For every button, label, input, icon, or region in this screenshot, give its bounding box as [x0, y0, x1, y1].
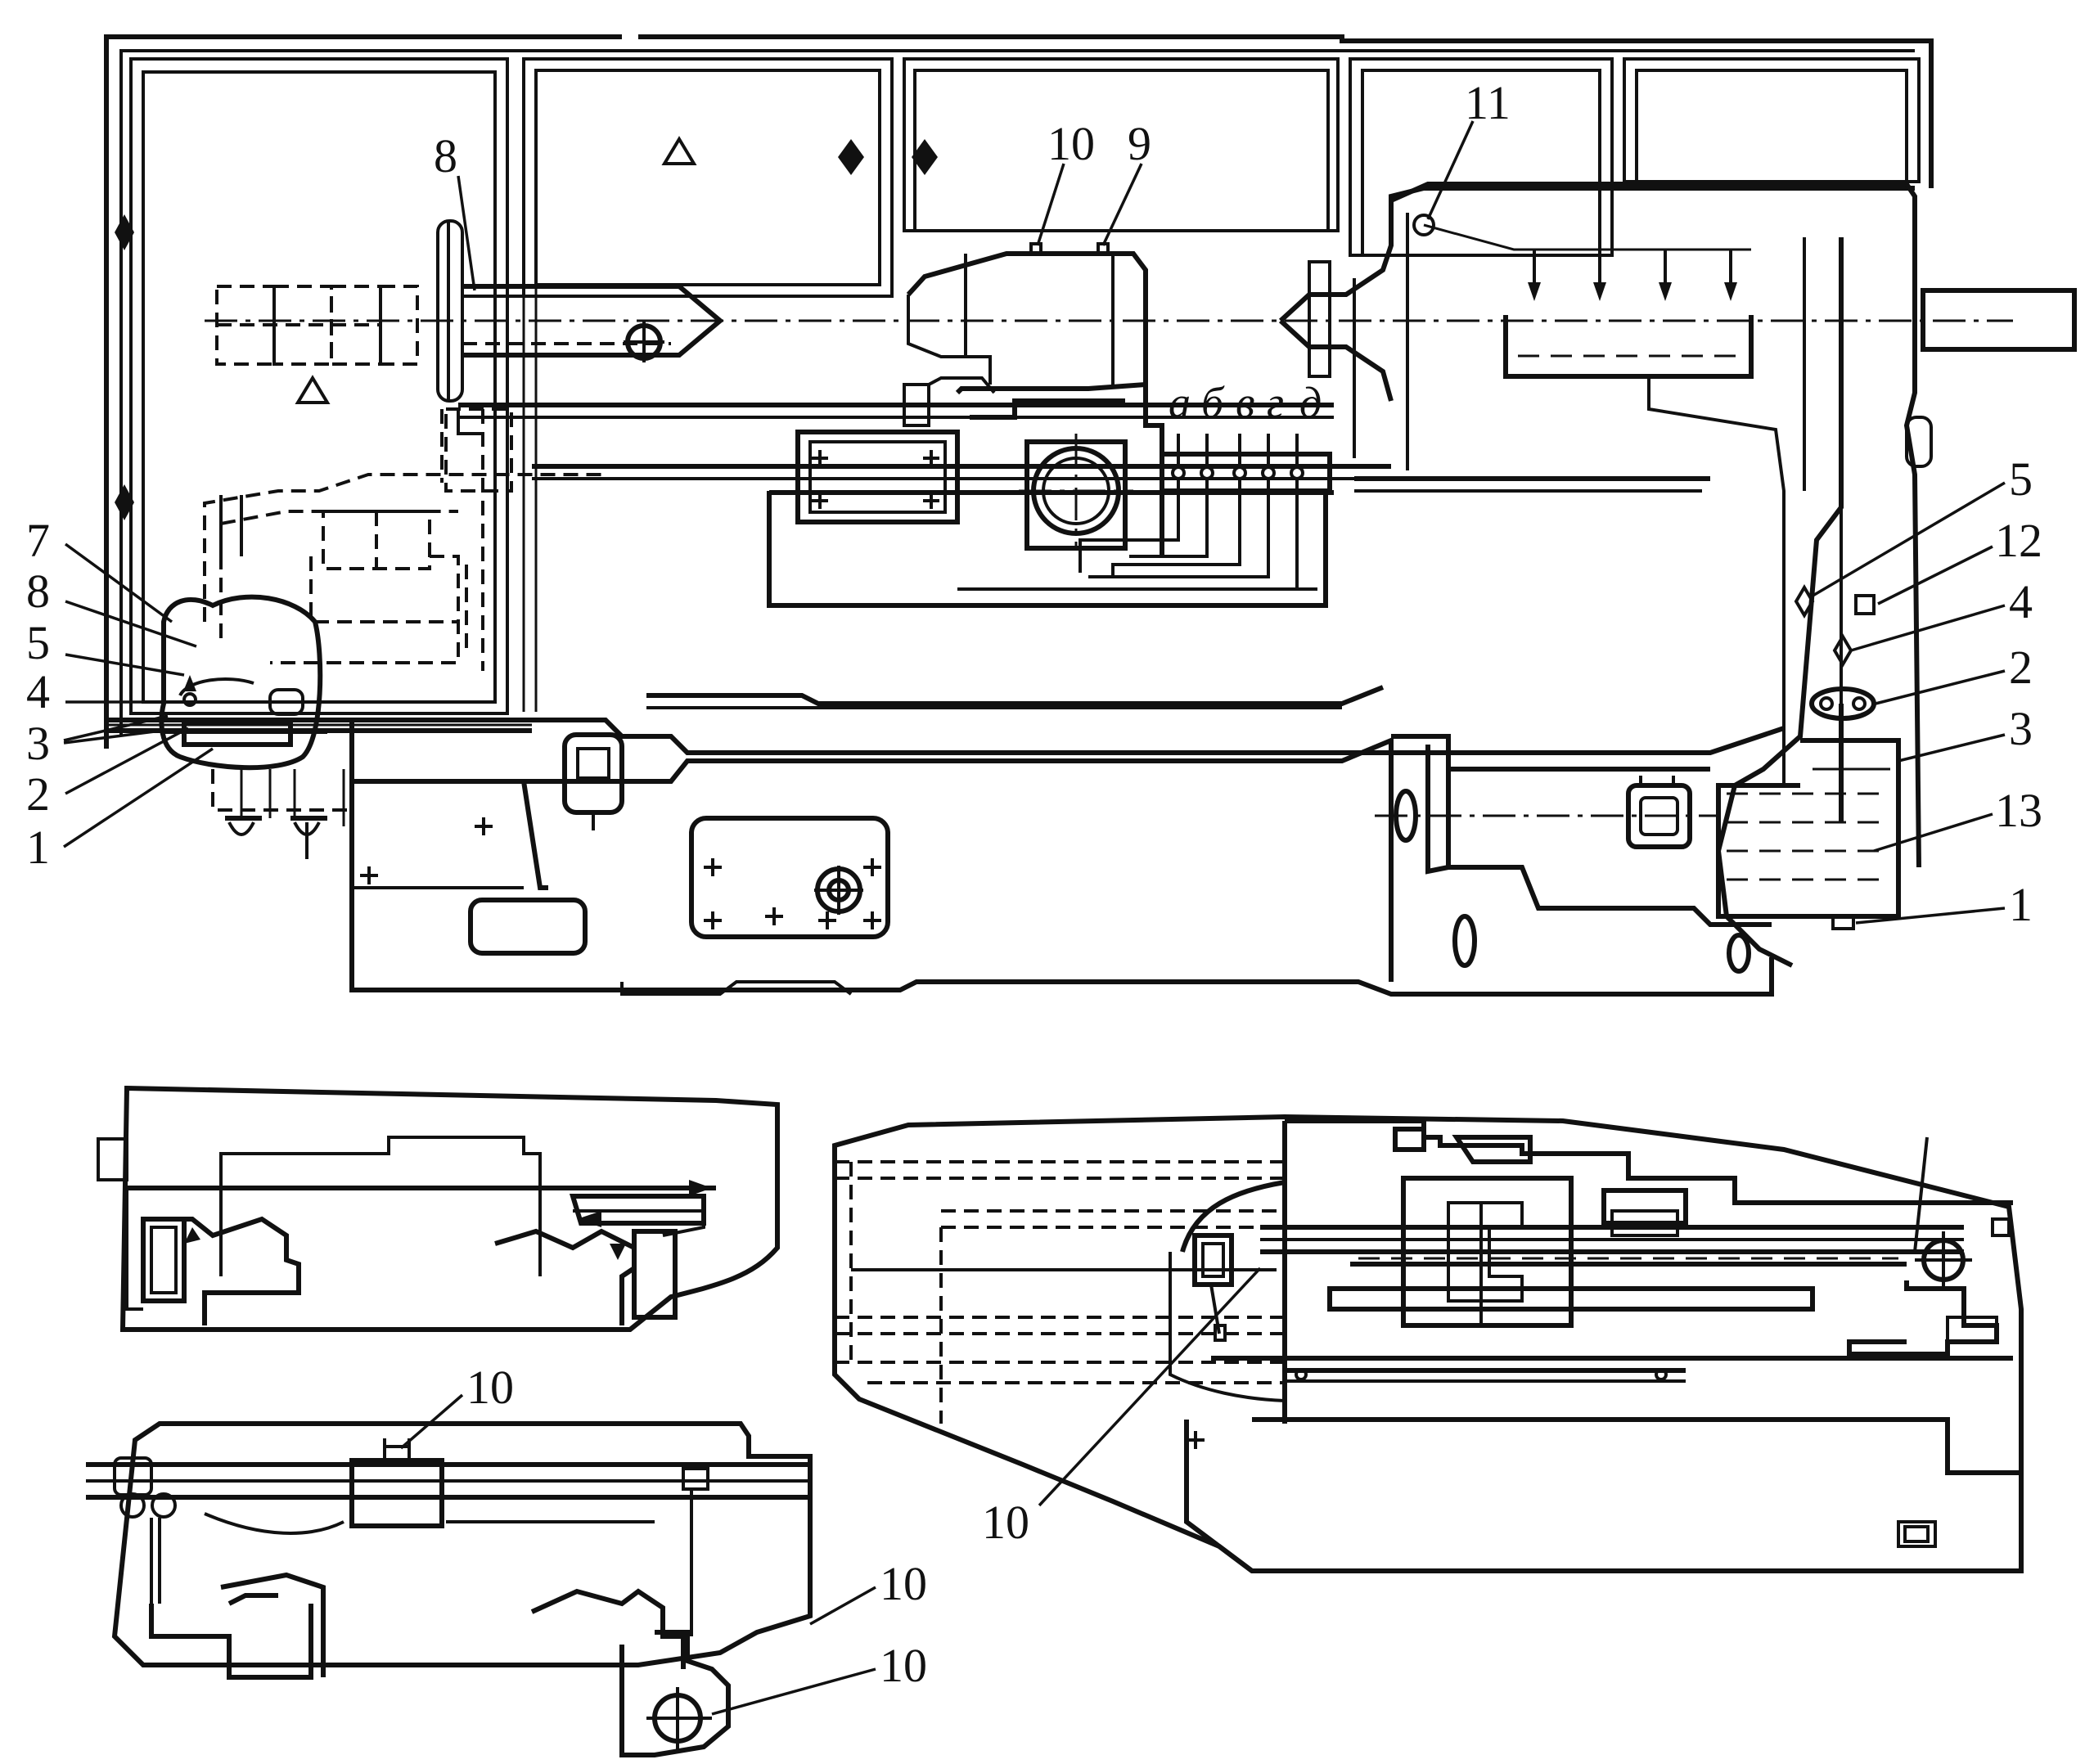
callout-right-2: 2 — [2009, 641, 2033, 694]
callout-top-11: 11 — [1465, 76, 1511, 129]
left-oil-circuit — [203, 407, 606, 671]
dashed-rails — [835, 1160, 1285, 1424]
callout-top-8: 8 — [434, 129, 457, 182]
motor-area — [1375, 734, 1772, 974]
callout-left-7: 7 — [26, 514, 50, 567]
diamond-marker — [115, 484, 134, 520]
diamond-marker — [912, 139, 938, 175]
plus-markers — [360, 817, 881, 929]
triangle-marker — [661, 136, 697, 165]
callout-top-10: 10 — [1047, 117, 1095, 170]
oil-drip-arrows — [1528, 250, 1737, 301]
callout-right-1: 1 — [2009, 878, 2033, 931]
bottom-right-view: 10 — [832, 1114, 2024, 1573]
check-valve-4 — [1832, 633, 1853, 668]
distributor-block — [1160, 452, 1332, 493]
oil-point-11 — [1412, 214, 1435, 236]
cross-section-lower — [86, 1421, 813, 1757]
headstock-enclosure — [1389, 182, 1933, 968]
callout-left-1: 1 — [26, 821, 50, 874]
callout-left-5: 5 — [26, 616, 50, 669]
left-lube-unit — [106, 594, 532, 859]
filter-12 — [1854, 594, 1876, 615]
callout-right-13: 13 — [1995, 784, 2042, 837]
callout-br-10: 10 — [982, 1496, 1029, 1549]
callout-bl-low-10: 10 — [880, 1639, 927, 1692]
callout-top-9: 9 — [1128, 117, 1151, 170]
chip-pan — [468, 898, 588, 956]
callout-left-3: 3 — [26, 717, 50, 770]
diamond-marker — [838, 139, 864, 175]
callout-bl-top-10: 10 — [466, 1361, 514, 1414]
cross-section-upper — [97, 1085, 780, 1332]
letter-b: б — [1201, 378, 1225, 427]
callout-left-4: 4 — [26, 665, 50, 718]
bottom-left-views: 10 10 10 — [86, 1085, 927, 1757]
apron — [767, 242, 1332, 608]
letter-g: г — [1267, 378, 1284, 427]
bed — [349, 403, 1785, 997]
letter-a: а — [1169, 378, 1191, 427]
oil-trough — [1503, 315, 1754, 379]
callout-right-3: 3 — [2009, 702, 2033, 755]
cabinet-frame — [104, 34, 1934, 749]
tank-oil-level — [1727, 792, 1890, 881]
main-callouts: 8 10 9 11 а б в г д 7 8 5 4 3 2 — [26, 76, 2042, 931]
letter-d: д — [1299, 378, 1322, 427]
dashed-tailstock — [215, 219, 464, 403]
callout-left-8: 8 — [26, 565, 50, 618]
pump-2 — [1809, 686, 1876, 721]
bottom-left-callouts: 10 10 10 — [399, 1361, 927, 1716]
control-panel — [689, 816, 890, 939]
diamond-marker — [115, 214, 134, 250]
callout-right-5: 5 — [2009, 452, 2033, 506]
callout-right-4: 4 — [2009, 575, 2033, 628]
spindle-axis — [205, 186, 2077, 458]
main-view: 8 10 9 11 а б в г д 7 8 5 4 3 2 — [26, 34, 2077, 997]
triangle-marker — [295, 375, 331, 404]
callout-right-12: 12 — [1995, 514, 2042, 567]
letter-v: в — [1236, 378, 1254, 427]
oil-tank — [1716, 584, 1901, 930]
panel-markers — [115, 136, 938, 520]
callout-left-2: 2 — [26, 767, 50, 821]
spindle-shaft — [1921, 288, 2077, 352]
callout-bl-mid-10: 10 — [880, 1557, 927, 1610]
